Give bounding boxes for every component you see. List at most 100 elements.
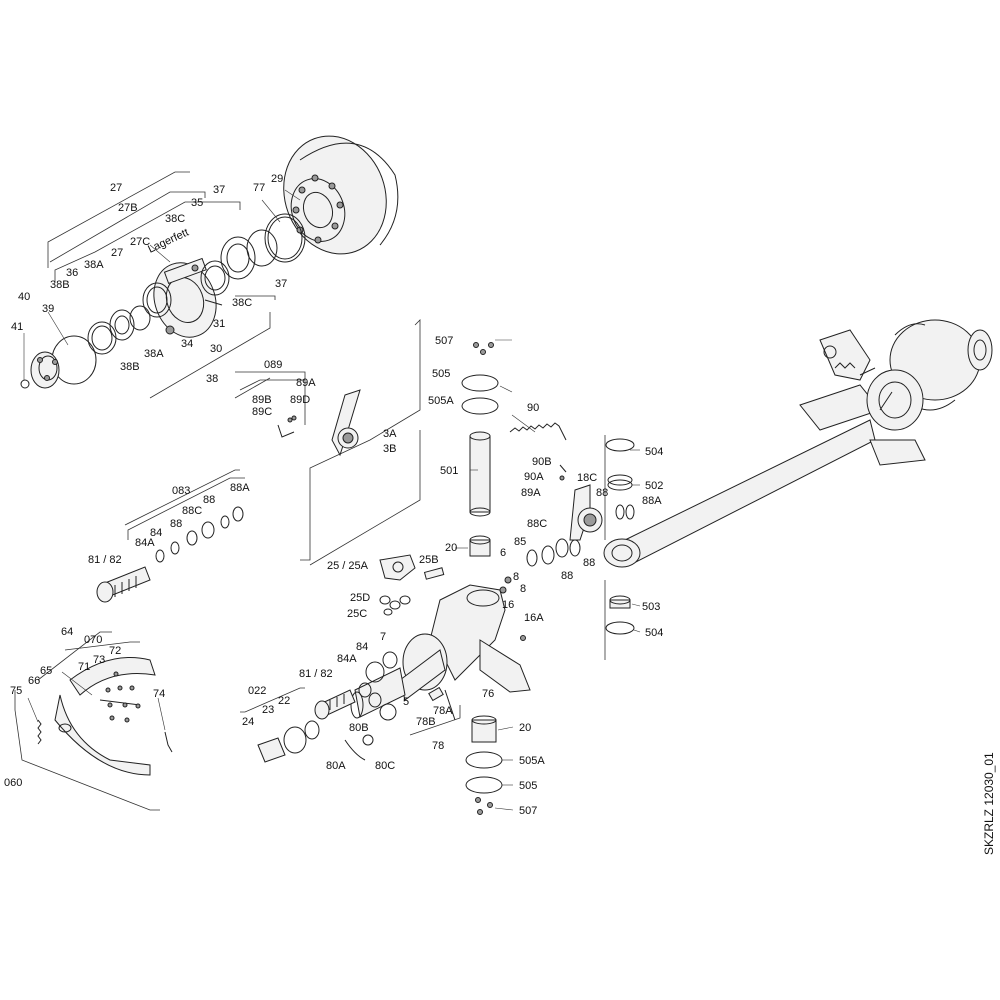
label-88-e: 88 [561,570,573,582]
label-22: 22 [278,695,290,707]
label-39: 39 [42,303,54,315]
label-78A: 78A [433,705,453,717]
label-089: 089 [264,359,282,371]
wheel-hub [153,257,223,338]
label-25B: 25B [419,554,439,566]
label-89B: 89B [252,394,272,406]
label-31: 31 [213,318,225,330]
label-36: 36 [66,267,78,279]
label-38: 38 [206,373,218,385]
label-64: 64 [61,626,73,638]
label-16: 16 [502,599,514,611]
label-38B-b: 38B [120,361,140,373]
label-89D: 89D [290,394,310,406]
label-20-b: 20 [519,722,531,734]
label-65: 65 [40,665,52,677]
label-38A-b: 38A [144,348,164,360]
kingpin-column [461,342,503,815]
drum-bolt-holes [292,174,344,244]
label-38A: 38A [84,259,104,271]
label-24: 24 [242,716,254,728]
label-25C: 25C [347,608,367,620]
label-38B: 38B [50,279,70,291]
label-504: 504 [645,446,663,458]
label-502: 502 [645,480,663,492]
part-number-labels: 27 27B 37 77 29 38C 35 27C Lagerfett 27 … [4,173,663,817]
label-66: 66 [28,675,40,687]
label-85: 85 [514,536,526,548]
label-77: 77 [253,182,265,194]
group-brackets [14,171,606,811]
label-78: 78 [432,740,444,752]
label-90B: 90B [532,456,552,468]
hub-cap [20,351,60,389]
return-spring [509,422,567,441]
label-lagerfett: Lagerfett [146,226,190,255]
label-89A: 89A [296,377,316,389]
label-88A: 88A [230,482,250,494]
label-90: 90 [527,402,539,414]
label-501: 501 [440,465,458,477]
label-72: 72 [109,645,121,657]
label-6: 6 [500,547,506,559]
brake-shoes [37,657,173,776]
label-40: 40 [18,291,30,303]
knuckle-bushings-right [526,538,581,567]
label-27B: 27B [118,202,138,214]
label-27-b: 27 [111,247,123,259]
label-507: 507 [435,335,453,347]
label-504-b: 504 [645,627,663,639]
label-88-d: 88 [583,557,595,569]
label-37-b: 37 [275,278,287,290]
label-76: 76 [482,688,494,700]
label-3A: 3A [383,428,397,440]
label-38C-b: 38C [232,297,252,309]
label-89A-b: 89A [521,487,541,499]
label-25-25A: 25 / 25A [327,560,369,572]
label-503: 503 [642,601,660,613]
label-80B: 80B [349,722,369,734]
label-23: 23 [262,704,274,716]
label-505: 505 [432,368,450,380]
axle-bushings [605,438,635,635]
axle-hub-right [834,319,993,431]
label-88C: 88C [182,505,202,517]
label-81-82-b: 81 / 82 [299,668,333,680]
slack-adjuster-left [277,389,361,457]
label-060: 060 [4,777,22,789]
label-022: 022 [248,685,266,697]
label-35: 35 [191,197,203,209]
brake-drum [283,135,399,255]
label-81-82: 81 / 82 [88,554,122,566]
label-78B: 78B [416,716,436,728]
label-18C: 18C [577,472,597,484]
label-5: 5 [403,696,409,708]
label-80A: 80A [326,760,346,772]
label-27: 27 [110,182,122,194]
label-84: 84 [150,527,162,539]
camshaft-lower [257,689,374,763]
label-34: 34 [181,338,193,350]
label-083: 083 [172,485,190,497]
label-7: 7 [380,631,386,643]
label-84-b: 84 [356,641,368,653]
label-070: 070 [84,634,102,646]
label-3B: 3B [383,443,396,455]
label-8-b: 8 [520,583,526,595]
label-88: 88 [596,487,608,499]
drawing-reference: SKZRLZ 12030_01 [982,752,996,855]
label-41: 41 [11,321,23,333]
label-88A-b: 88A [642,495,662,507]
label-37: 37 [213,184,225,196]
axle-beam [603,329,926,568]
label-505-b: 505 [519,780,537,792]
camshaft-083 [96,506,244,603]
label-88-c: 88 [170,518,182,530]
slack-adjuster-right [559,464,635,541]
steering-knuckle [350,554,531,719]
label-90A: 90A [524,471,544,483]
label-71: 71 [78,661,90,673]
label-505A: 505A [428,395,454,407]
label-30: 30 [210,343,222,355]
